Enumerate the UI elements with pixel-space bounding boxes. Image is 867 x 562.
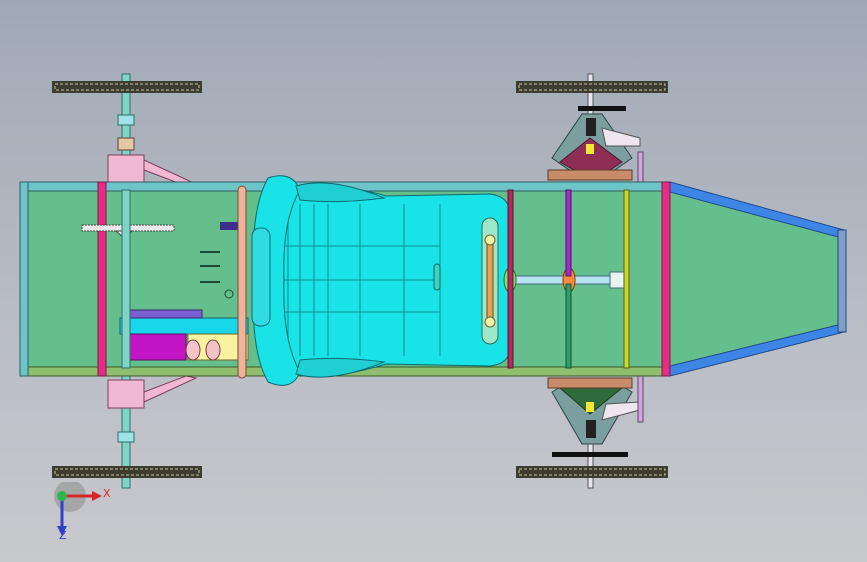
rear-right-wheel[interactable] [52,466,202,478]
front-upper-suspension[interactable] [547,73,641,181]
rear-left-wheel[interactable] [52,81,202,93]
rear-upper-bracket[interactable] [107,154,198,187]
nose-cone[interactable] [669,181,847,377]
z-axis-label: Z [59,529,67,542]
front-lower-suspension[interactable] [547,377,641,489]
rear-axle-shaft[interactable] [121,189,131,369]
steering-column[interactable] [481,217,629,345]
front-right-wheel[interactable] [516,466,668,478]
front-cross-members[interactable] [507,189,630,369]
x-axis-arrowhead [92,491,102,501]
triad-graphic [54,480,102,536]
x-axis-label: X [103,487,111,500]
roll-hoop[interactable] [237,185,247,379]
z-axis-arrowhead [57,526,67,536]
front-left-wheel[interactable] [516,81,668,93]
driver-seat[interactable] [251,175,511,386]
rear-lower-bracket[interactable] [107,375,198,409]
y-axis-dot [57,491,67,501]
coordinate-triad: X Z [46,480,116,544]
